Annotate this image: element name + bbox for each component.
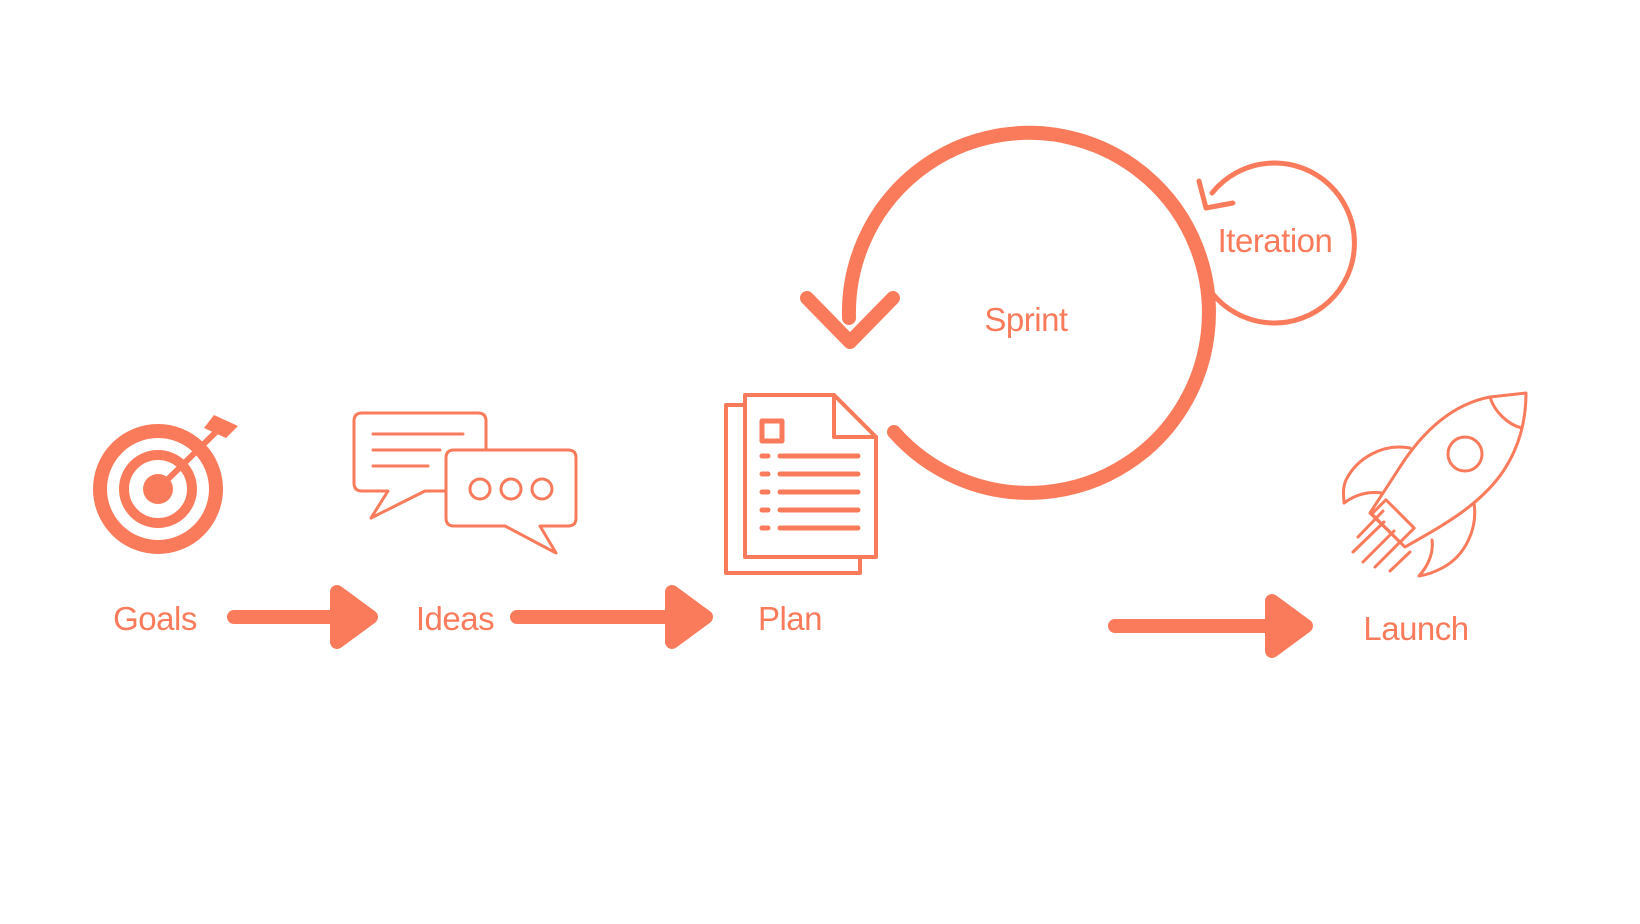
arrow-goals-to-ideas [227,585,378,649]
iteration-cycle-arrow [1196,160,1357,326]
iteration-label: Iteration [1218,222,1333,259]
arrow-to-launch [1108,594,1313,658]
documents-icon [724,393,878,575]
step-label-ideas: Ideas [416,600,494,637]
step-label-goals: Goals [113,600,197,637]
target-with-arrow-icon [93,415,238,554]
step-label-launch: Launch [1363,610,1468,647]
sprint-label: Sprint [984,301,1068,338]
rocket-icon [1342,391,1528,578]
arrow-ideas-to-plan [510,585,713,649]
speech-bubbles-icon [352,411,578,555]
step-label-plan: Plan [758,600,822,637]
sprint-cycle-arrow [800,125,1216,500]
